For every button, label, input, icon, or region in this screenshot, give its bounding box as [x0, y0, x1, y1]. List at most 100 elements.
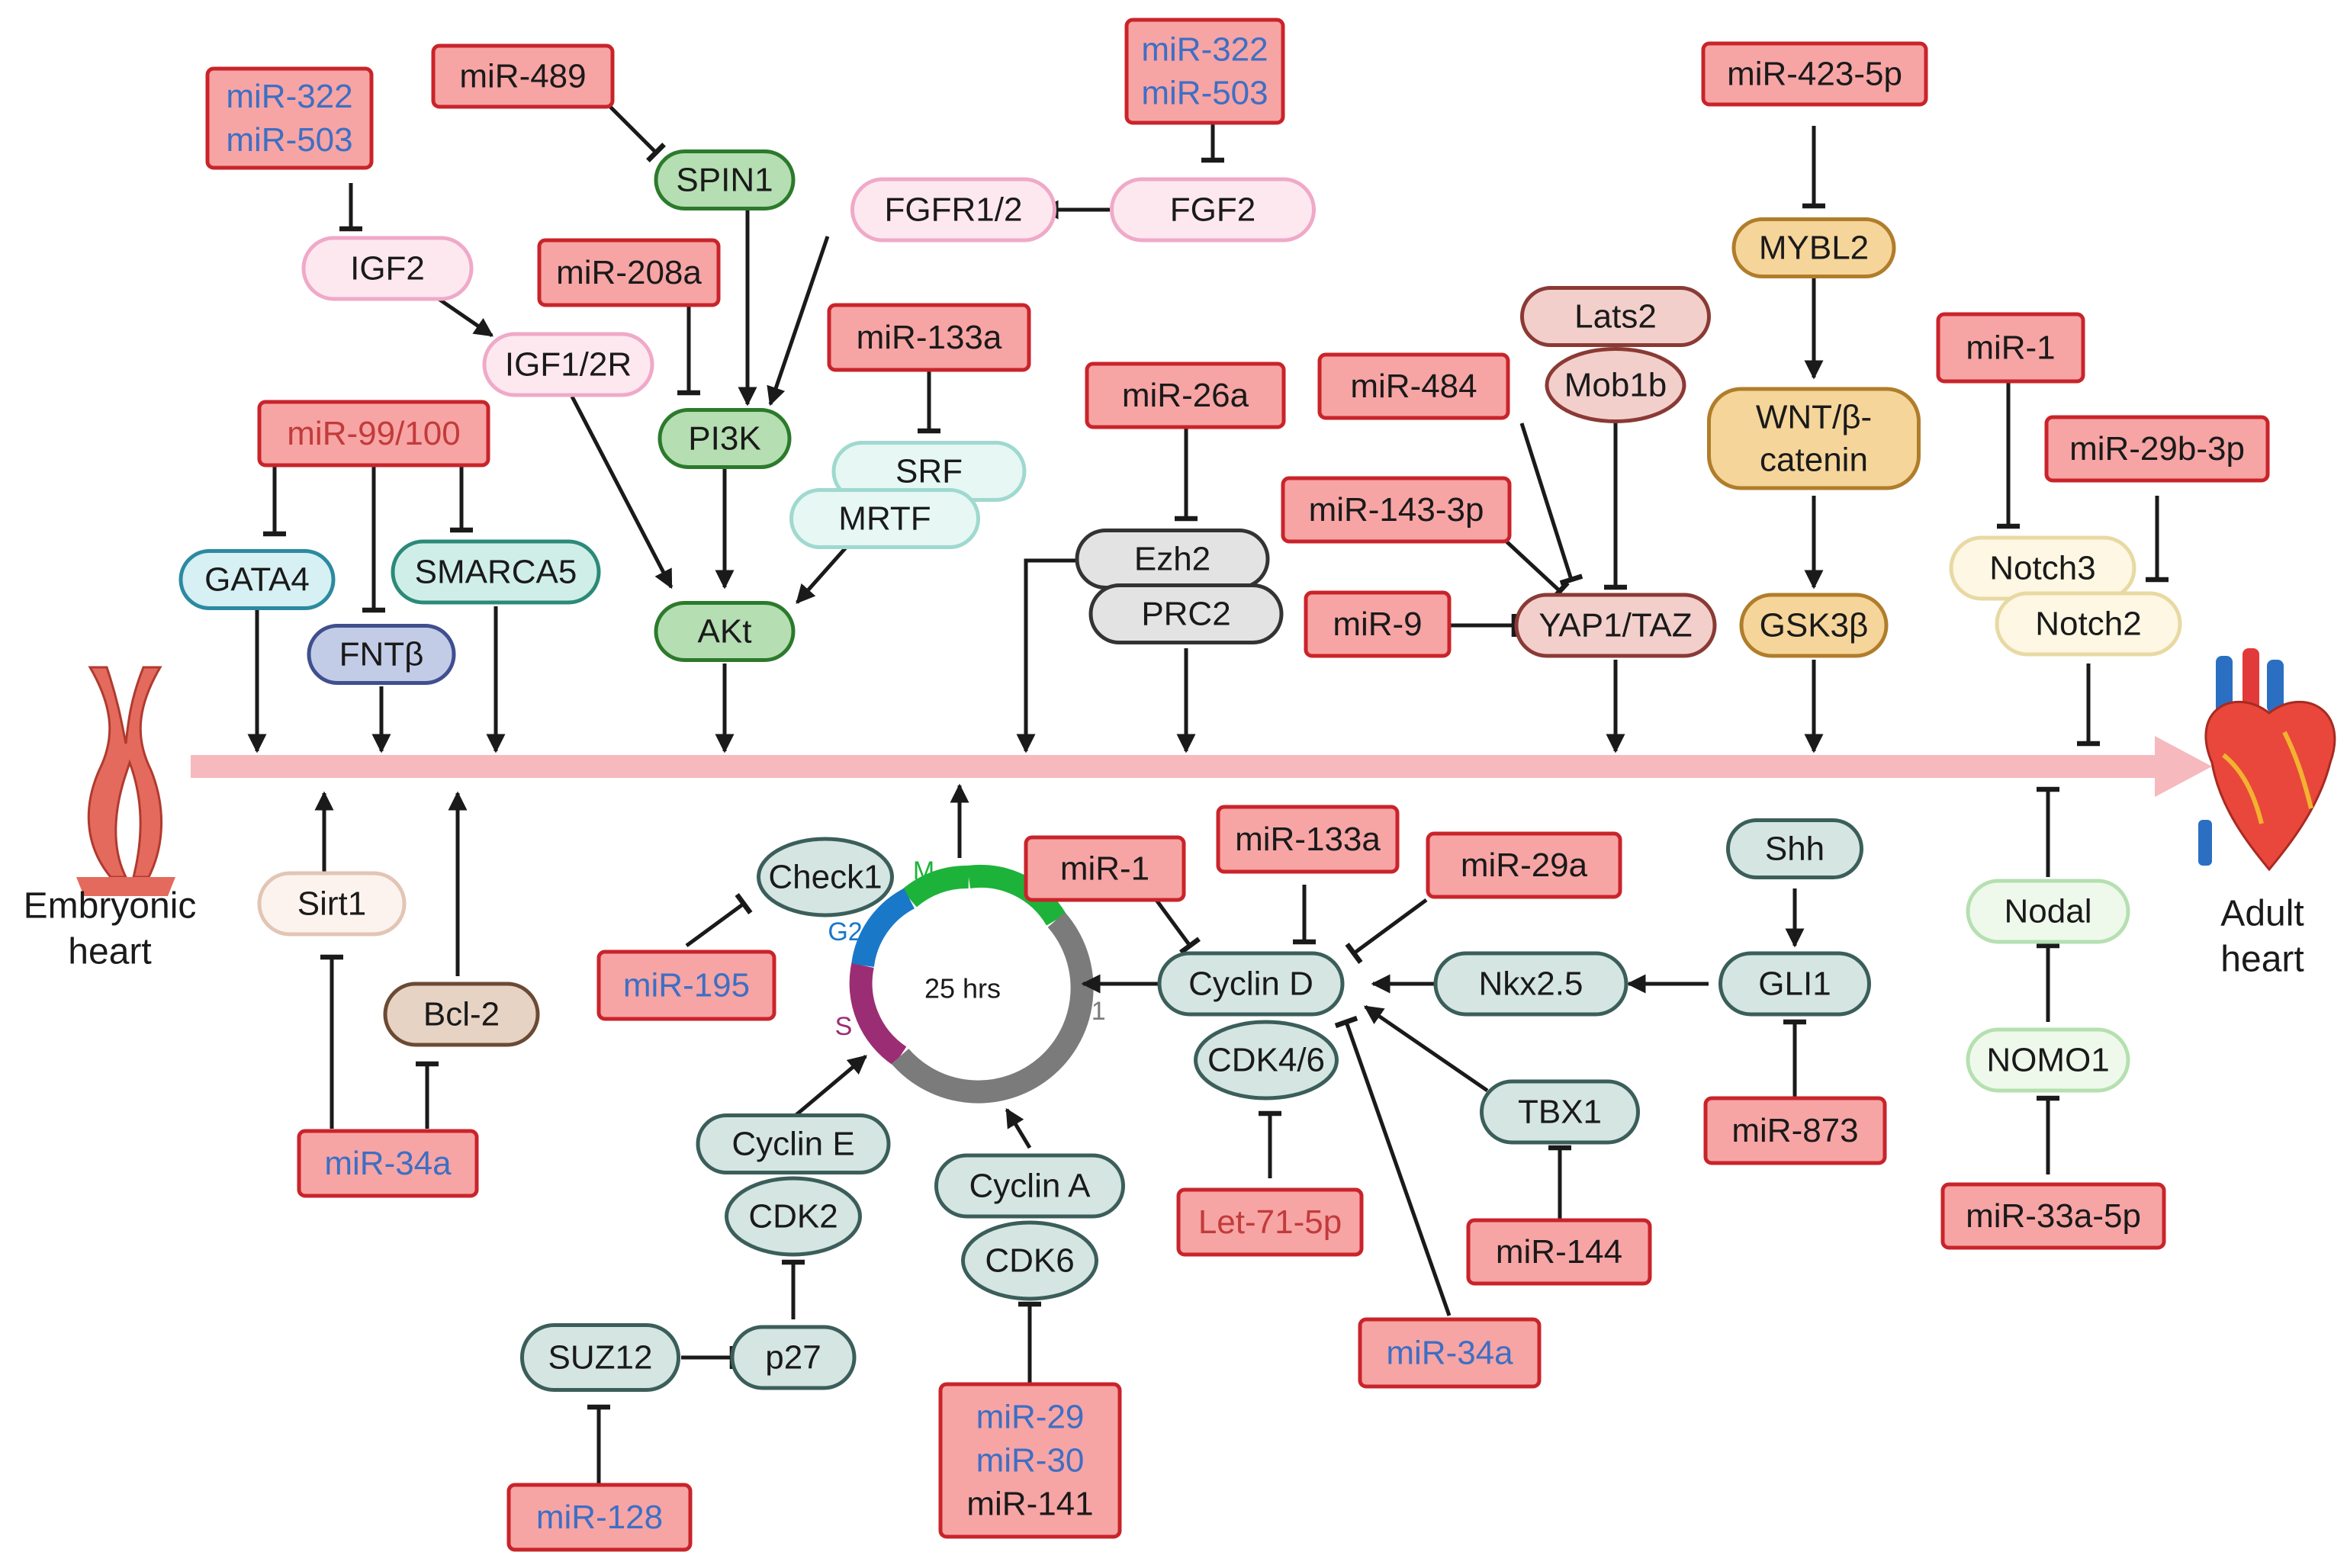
node-lats2: Lats2 — [1520, 286, 1711, 347]
embryonic-heart-label-line1: Embryonic — [24, 886, 197, 927]
mirna-m29b_3p-label-line1: miR-29b-3p — [2069, 430, 2245, 468]
node-suz12-label: SUZ12 — [548, 1339, 653, 1377]
mirna-m1_bottom-box — [1024, 835, 1186, 902]
node-nkx25-label: Nkx2.5 — [1479, 966, 1583, 1003]
node-shh: Shh — [1726, 818, 1863, 879]
mirna-m873-label-line1: miR-873 — [1731, 1112, 1858, 1149]
node-wnt-label-line2: catenin — [1760, 442, 1868, 479]
node-sirt1-label: Sirt1 — [297, 885, 366, 923]
node-yap1taz-shape — [1514, 593, 1717, 658]
edge-mir143-yap — [1505, 540, 1570, 602]
node-notch3-label: Notch3 — [1989, 550, 2095, 587]
node-cyclind: Cyclin D — [1157, 951, 1345, 1017]
mirna-m144-label-line1: miR-144 — [1496, 1233, 1622, 1271]
mirna-m1_bottom: miR-1 — [1024, 835, 1186, 902]
node-nodal: Nodal — [1966, 879, 2130, 944]
edge-mir484-yap — [1519, 423, 1583, 586]
node-mrtf-shape — [789, 488, 980, 549]
edge-cycline-cellcycle — [792, 1055, 867, 1119]
mirna-m9: miR-9 — [1304, 590, 1452, 658]
node-cyclina: Cyclin A — [934, 1153, 1125, 1219]
node-spin1-label: SPIN1 — [676, 162, 773, 199]
node-prc2: PRC2 — [1088, 583, 1284, 644]
node-cdk46-label: CDK4/6 — [1207, 1042, 1325, 1079]
node-fntb-label: FNTβ — [339, 636, 424, 673]
mirna-m33a_5p-label-line1: miR-33a-5p — [1966, 1197, 2141, 1235]
node-check1: Check1 — [757, 837, 894, 917]
node-bcl2-label: Bcl-2 — [423, 996, 500, 1033]
mirna-m195: miR-195 — [596, 949, 776, 1021]
edge-fgfr-pi3k — [767, 236, 830, 406]
mirna-m873-box — [1703, 1096, 1887, 1165]
node-cyclina-shape — [934, 1153, 1125, 1219]
mirna-m29_30_141-label-line2: miR-30 — [976, 1442, 1085, 1480]
phase-g1-label: G1 — [1071, 997, 1105, 1026]
mirna-m143_3p-box — [1281, 476, 1512, 544]
mirna-m33a_5p: miR-33a-5p — [1940, 1182, 2166, 1250]
node-fgf2-label: FGF2 — [1170, 191, 1255, 229]
mirna-m484-label-line1: miR-484 — [1350, 368, 1477, 405]
node-mob1b-shape — [1545, 347, 1686, 423]
mirna-m489: miR-489 — [431, 43, 615, 109]
node-p27-shape — [730, 1325, 857, 1390]
edge-cyclina-cellcycle — [1005, 1107, 1032, 1149]
developmental-timeline — [191, 736, 2212, 797]
edge-ezh2-timeline — [1016, 558, 1079, 753]
node-sirt1: Sirt1 — [257, 871, 407, 937]
mirna-m29a: miR-29a — [1426, 831, 1622, 899]
node-shh-label: Shh — [1765, 831, 1825, 868]
node-cdk46-shape — [1194, 1020, 1339, 1100]
mirna-m29b_3p: miR-29b-3p — [2044, 415, 2270, 483]
phase-m-label: M — [913, 856, 934, 885]
mirna-m128-box — [506, 1483, 693, 1552]
node-igf12r-shape — [482, 332, 654, 397]
node-akt-shape — [654, 601, 796, 662]
node-mob1b: Mob1b — [1545, 347, 1686, 423]
node-p27-label: p27 — [765, 1339, 821, 1377]
mirna-m489-label-line1: miR-489 — [459, 58, 586, 95]
mirna-let7_5p-box — [1176, 1187, 1364, 1257]
mirna-m423_5p-box — [1701, 41, 1928, 107]
mirna-m1_top-box — [1936, 312, 2085, 384]
phase-g2-label: G2 — [828, 917, 862, 946]
mirna-m29b_3p-box — [2044, 415, 2270, 483]
interaction-edges — [247, 105, 2169, 1491]
node-mrtf-label: MRTF — [838, 500, 931, 538]
mirna-m322_503_left-label-line2: miR-503 — [226, 121, 352, 159]
node-igf12r-label: IGF1/2R — [505, 346, 632, 384]
mirna-m322_503_right-label-line2: miR-503 — [1141, 75, 1268, 112]
node-akt: AKt — [654, 601, 796, 662]
node-gata4: GATA4 — [178, 549, 336, 610]
embryonic-heart-label-line2: heart — [68, 932, 151, 972]
embryonic-heart-icon — [76, 666, 175, 896]
edge-mir29a-cyclind — [1345, 898, 1428, 965]
mirna-m484-box — [1317, 352, 1510, 420]
node-fntb-shape — [307, 624, 456, 685]
node-igf2: IGF2 — [301, 236, 474, 301]
node-cdk2: CDK2 — [725, 1176, 862, 1257]
node-nomo1-shape — [1966, 1027, 2130, 1093]
mirna-m133a_bottom-label-line1: miR-133a — [1235, 821, 1381, 858]
node-cdk46: CDK4/6 — [1194, 1020, 1339, 1100]
node-p27: p27 — [730, 1325, 857, 1390]
edge-mir195-check1 — [685, 892, 753, 948]
node-fgfr12: FGFR1/2 — [850, 177, 1056, 243]
node-prc2-shape — [1088, 583, 1284, 644]
mirna-m423_5p-label-line1: miR-423-5p — [1727, 56, 1902, 93]
node-spin1-shape — [654, 149, 796, 210]
node-nkx25: Nkx2.5 — [1433, 951, 1628, 1017]
node-shh-shape — [1726, 818, 1863, 879]
node-yap1taz: YAP1/TAZ — [1514, 593, 1717, 658]
mirna-m99_100-label-line1: miR-99/100 — [287, 415, 460, 452]
node-fgfr12-shape — [850, 177, 1056, 243]
mirna-m133a_top-label-line1: miR-133a — [857, 319, 1002, 356]
node-prc2-label: PRC2 — [1141, 596, 1230, 633]
mirna-let7_5p: Let-71-5p — [1176, 1187, 1364, 1257]
node-fgf2: FGF2 — [1110, 177, 1316, 243]
mirna-m34a_bottom-box — [1358, 1317, 1542, 1389]
mirna-m33a_5p-box — [1940, 1182, 2166, 1250]
mirna-layer: miR-322miR-503miR-489miR-322miR-503miR-2… — [205, 18, 2270, 1552]
node-cdk6-shape — [961, 1220, 1098, 1301]
